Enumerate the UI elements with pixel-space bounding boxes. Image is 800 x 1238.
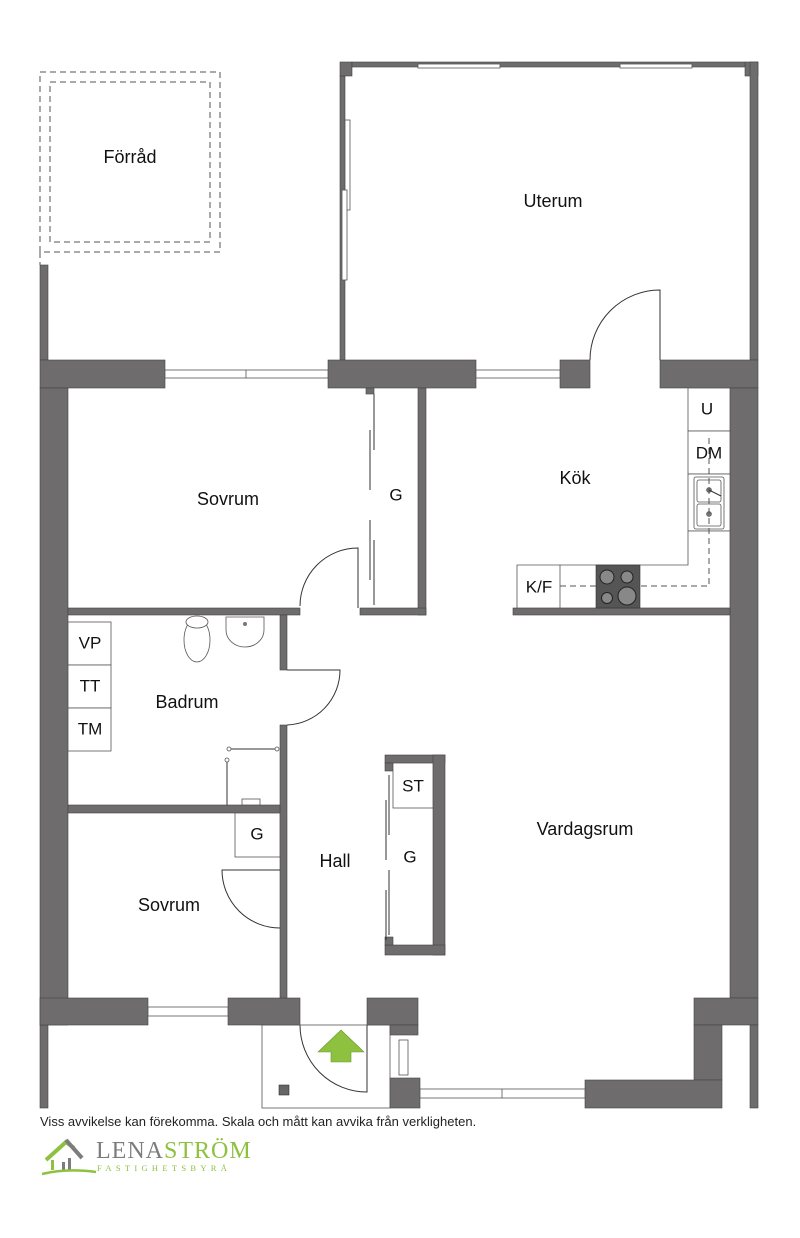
room-label-sovrum-1: Sovrum (197, 489, 259, 509)
room-label-sovrum-2: Sovrum (138, 895, 200, 915)
walls (39, 61, 759, 1109)
company-logo: LENASTRÖM FASTIGHETSBYRÅ (42, 1138, 262, 1178)
entrance (261, 1024, 391, 1109)
room-label-vardagsrum: Vardagsrum (537, 819, 634, 839)
forrad-outline (39, 71, 221, 265)
bathroom-fixtures (67, 615, 434, 858)
st-label: ST (402, 776, 424, 795)
room-label-badrum: Badrum (155, 692, 218, 712)
disclaimer-text: Viss avvikelse kan förekomma. Skala och … (40, 1114, 477, 1129)
room-label-kok: Kök (559, 468, 591, 488)
u-label: U (701, 399, 713, 418)
room-label-hall: Hall (319, 851, 350, 871)
room-label-uterum: Uterum (523, 191, 582, 211)
entrance-arrow-icon (317, 1029, 365, 1063)
windows (147, 63, 693, 1099)
kitchen-fixtures (516, 387, 731, 609)
logo-subtitle: FASTIGHETSBYRÅ (97, 1163, 232, 1173)
closet-label: G (389, 485, 402, 504)
tt-label: TT (80, 676, 101, 695)
room-label-forrad: Förråd (103, 147, 156, 167)
doors (221, 289, 661, 1093)
kf-label: K/F (526, 577, 552, 596)
house-logo-icon (42, 1138, 96, 1176)
closet-label: G (403, 847, 416, 866)
logo-name: LENASTRÖM (96, 1138, 252, 1164)
closet-label: G (250, 824, 263, 843)
tm-label: TM (78, 719, 103, 738)
dm-label: DM (696, 443, 722, 462)
vp-label: VP (79, 633, 102, 652)
